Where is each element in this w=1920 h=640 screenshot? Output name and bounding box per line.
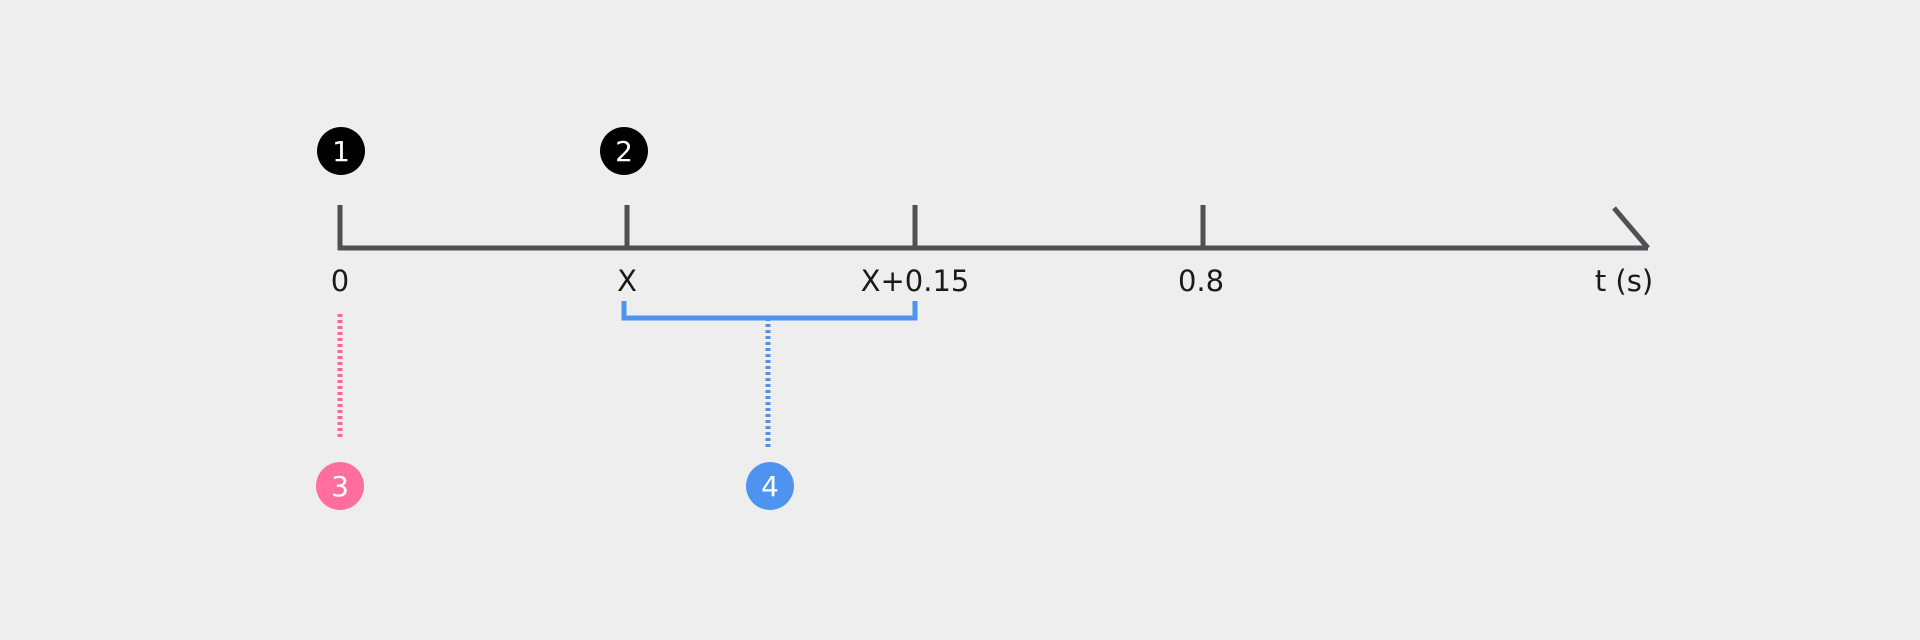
marker-4-circle — [746, 462, 794, 510]
marker-4-label: 4 — [761, 470, 779, 503]
time-axis — [337, 205, 1650, 251]
tick-label-0: 0 — [331, 264, 349, 298]
interval-bracket — [621, 301, 918, 321]
marker-3-circle — [316, 462, 364, 510]
axis-arrow-head — [1612, 206, 1650, 250]
marker-4: 4 — [746, 462, 794, 510]
marker-3-label: 3 — [331, 470, 349, 503]
marker-3: 3 — [316, 462, 364, 510]
tick-label-x: X — [617, 264, 637, 298]
axis-label: t (s) — [1595, 264, 1653, 298]
tick-label-0-8: 0.8 — [1178, 264, 1224, 298]
marker-1: 1 — [317, 127, 365, 175]
marker-1-circle — [317, 127, 365, 175]
marker-1-label: 1 — [332, 135, 350, 168]
marker-2: 2 — [600, 127, 648, 175]
tick-label-x-plus: X+0.15 — [861, 264, 970, 298]
marker-2-label: 2 — [615, 135, 633, 168]
marker-2-circle — [600, 127, 648, 175]
